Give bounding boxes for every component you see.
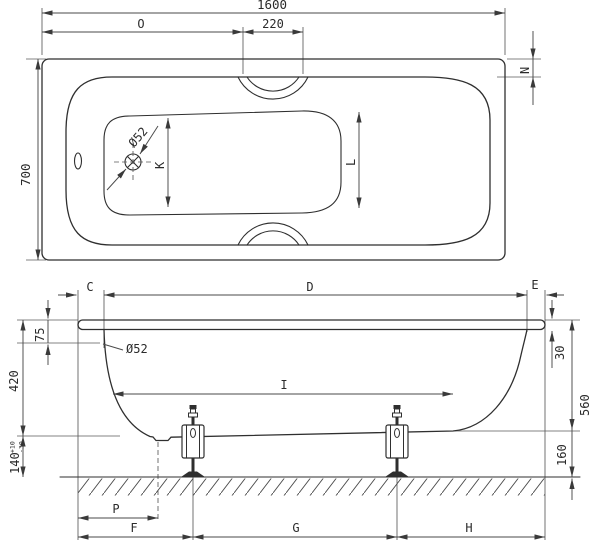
dim-label-rim-to-bottom: 420 [7, 370, 21, 392]
dim-label-c: C [86, 280, 93, 294]
grip-recess-top-outer [237, 76, 309, 100]
dim-label-g: G [292, 521, 299, 535]
dim-label-bottom-clearance-tol-upper: +10 [9, 441, 17, 453]
tub-rim-side [77, 319, 546, 331]
floor-hatch [78, 478, 545, 496]
grip-recess-bottom-inner [246, 230, 300, 246]
dim-label-n: N [518, 67, 532, 74]
dim-label-rim-to-overflow: 75 [33, 328, 47, 342]
dim-label-drain-diameter: Ø52 [126, 124, 151, 150]
dim-label-d: D [306, 280, 313, 294]
dim-label-bottom-clearance-tol-lower: -30 [18, 441, 26, 453]
dim-label-h: H [465, 521, 472, 535]
grip-recess-bottom-outer [237, 222, 309, 246]
dim-label-overall-length: 1600 [257, 0, 287, 12]
top-view: 1600 O 220 700 N Ø5 [18, 0, 541, 261]
dim-label-p: P [112, 502, 119, 516]
dim-label-f: F [130, 521, 137, 535]
drain-plan [114, 143, 153, 181]
side-view: C D E 75 Ø52 420 140 +10 -30 I 30 560 [7, 278, 592, 540]
dim-label-floor-to-bottom-edge: 160 [555, 444, 569, 466]
dim-label-overall-width: 700 [18, 163, 33, 186]
dim-label-bottom-clearance: 140 [8, 452, 22, 474]
dim-label-overall-height: 560 [578, 394, 592, 416]
tub-floor-plan [103, 110, 342, 216]
dim-label-k: K [153, 161, 167, 169]
dim-label-overflow-diameter: Ø52 [126, 342, 148, 356]
dim-label-e: E [531, 278, 538, 292]
overflow-hole-plan [73, 152, 83, 170]
adjustable-foot-left [180, 404, 206, 478]
tub-inner-rim-plan [65, 76, 491, 246]
dim-label-i: I [280, 378, 287, 392]
tub-outer-rim-plan [41, 58, 506, 261]
dim-label-o: O [137, 17, 144, 31]
dim-label-bottom-clearance-group: 140 +10 -30 [8, 441, 26, 474]
dim-label-l: L [344, 159, 358, 166]
dim-label-rim-thickness: 30 [553, 346, 567, 360]
grip-recess-top-inner [246, 76, 300, 92]
adjustable-foot-right [384, 404, 410, 478]
dim-label-grip: 220 [262, 17, 284, 31]
tub-body-side [103, 328, 528, 442]
